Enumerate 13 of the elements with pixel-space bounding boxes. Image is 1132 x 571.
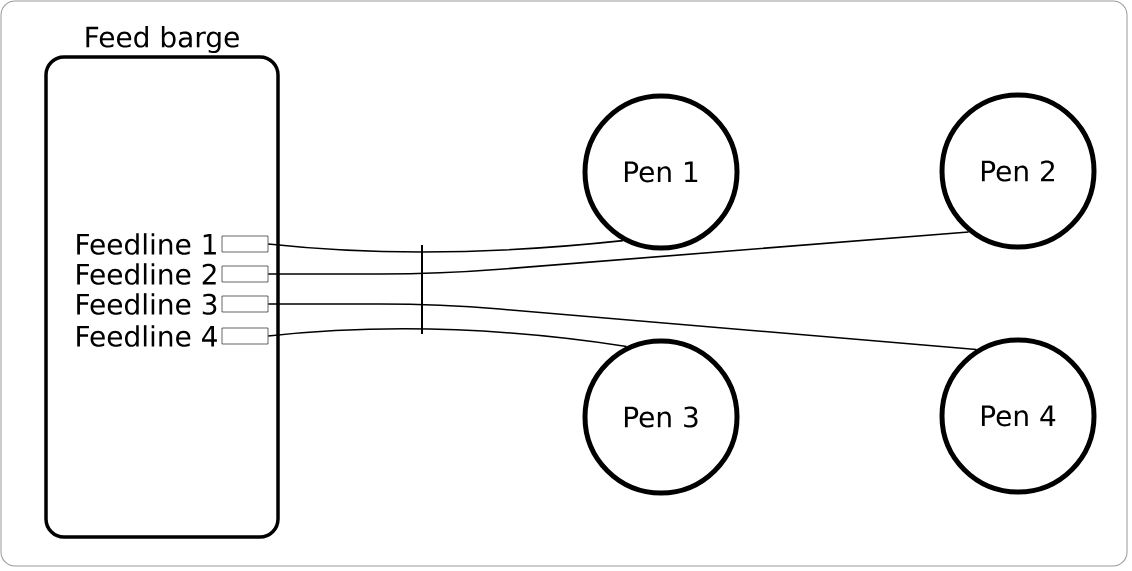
feed-line	[267, 231, 970, 275]
feed-line	[267, 303, 978, 351]
node-label: Feedline 1	[77, 233, 216, 255]
feedline-port: Feedline 2	[73, 262, 269, 286]
feedline-port: Feedline 3	[73, 292, 269, 316]
node-label: Feedline 4	[77, 325, 217, 347]
feedline-port: Feedline 1	[73, 232, 269, 256]
feedline-port: Feedline 4	[73, 324, 269, 348]
node-label: Feedline 3	[77, 293, 217, 315]
node-label: Feed barge	[86, 25, 239, 54]
node-label: Feedline 2	[77, 263, 216, 285]
feed-line	[267, 328, 628, 348]
feed-line	[267, 239, 624, 253]
